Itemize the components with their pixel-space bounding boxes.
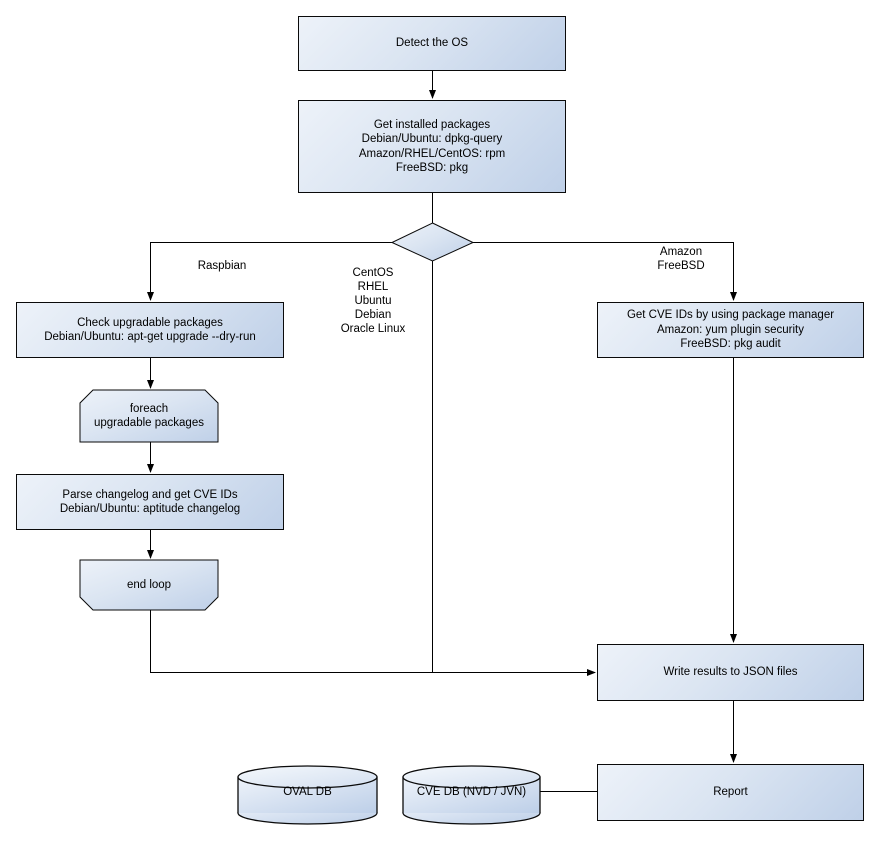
os-decision-diamond — [390, 222, 475, 262]
node-get-installed-packages: Get installed packages Debian/Ubuntu: dp… — [298, 100, 566, 193]
oval-db-cylinder — [237, 765, 378, 825]
node-write-results-json: Write results to JSON files — [597, 644, 864, 701]
cve-db-cylinder — [402, 765, 541, 825]
edge-label-rpm-deb-family: CentOS RHEL Ubuntu Debian Oracle Linux — [340, 267, 406, 335]
foreach-loop-shape — [79, 389, 219, 443]
end-loop-shape — [79, 559, 219, 611]
node-check-upgradable-packages: Check upgradable packages Debian/Ubuntu:… — [16, 302, 284, 358]
edge-label-amazon-freebsd: Amazon FreeBSD — [657, 246, 705, 272]
node-parse-changelog: Parse changelog and get CVE IDs Debian/U… — [16, 474, 284, 530]
edge-label-raspbian: Raspbian — [197, 260, 247, 272]
edge-decision-to-check-upgradable — [147, 242, 392, 301]
node-detect-os: Detect the OS — [298, 16, 566, 71]
edge-decision-to-get-cve — [473, 242, 737, 301]
node-get-cve-ids: Get CVE IDs by using package manager Ama… — [597, 302, 864, 358]
edge-endloop-to-write-results — [150, 610, 596, 676]
node-report: Report — [597, 764, 864, 821]
